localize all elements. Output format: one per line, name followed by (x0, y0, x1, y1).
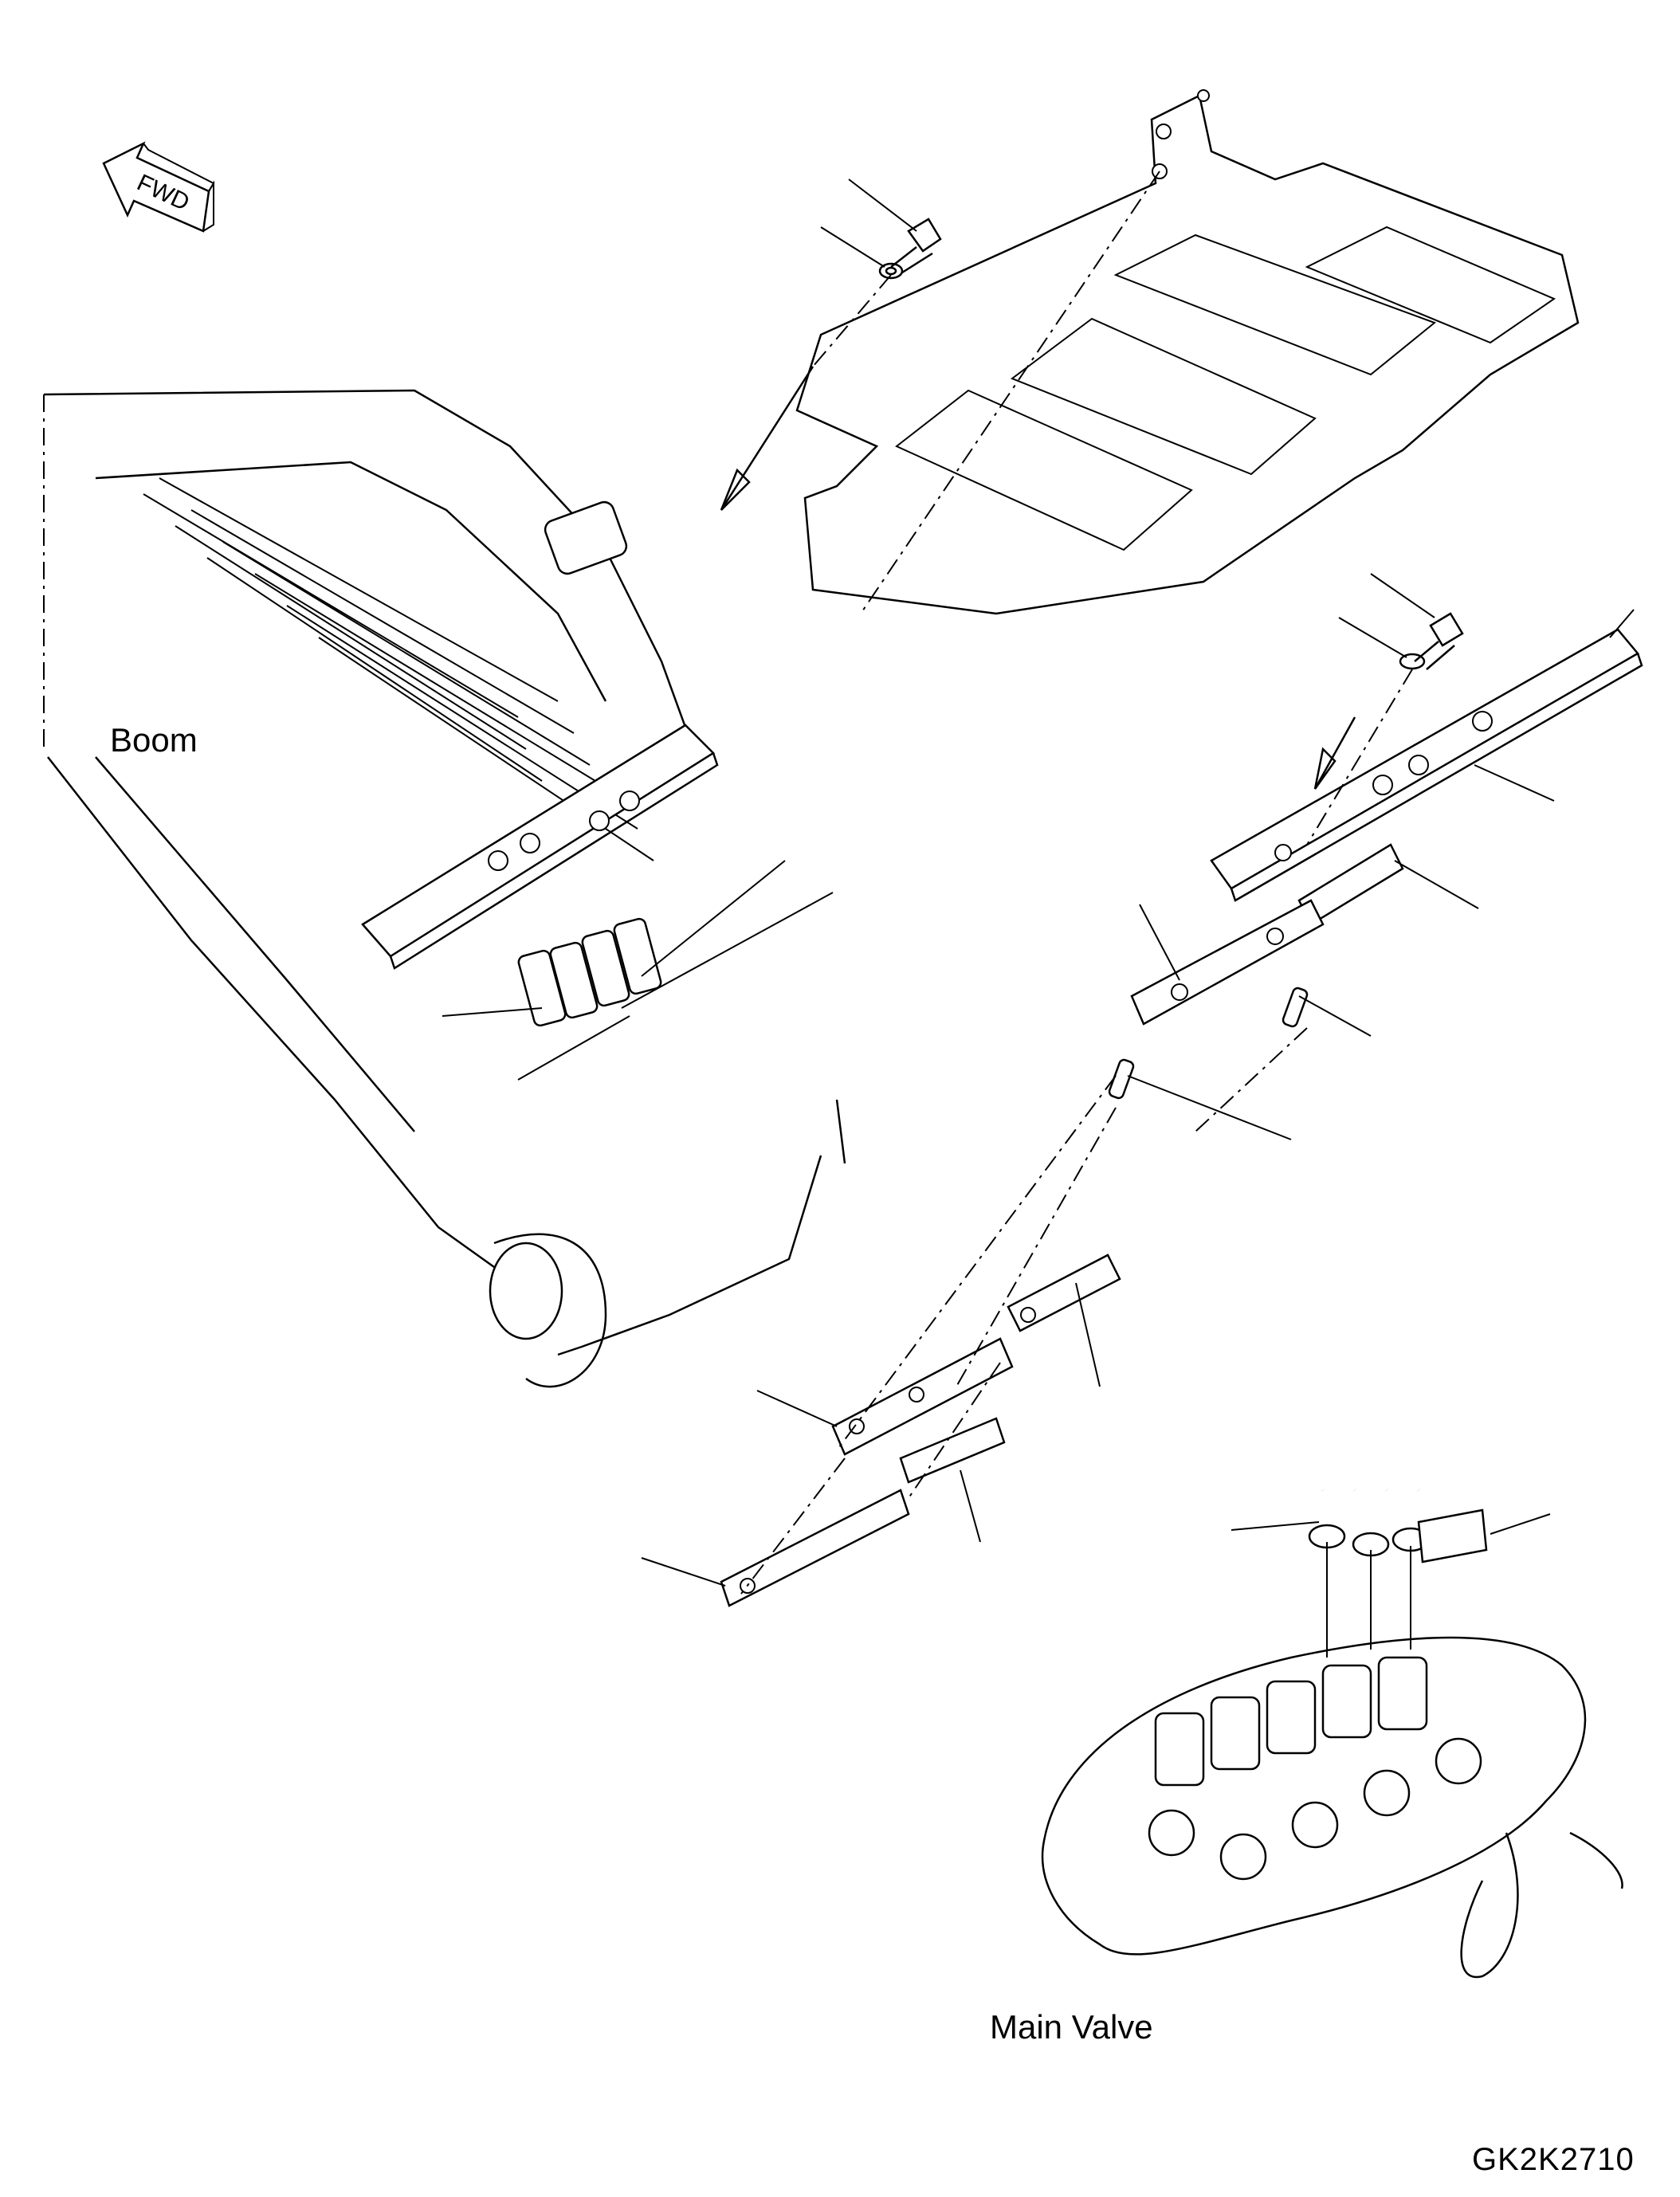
fwd-arrow-icon: FWD (102, 141, 215, 233)
leader-lines (442, 179, 1635, 1587)
floor-plate (795, 89, 1580, 615)
bolt-right (1399, 612, 1464, 670)
boom-body (43, 389, 846, 1388)
plate-bolt (878, 218, 942, 280)
hydraulic-hoses (517, 917, 1430, 1557)
main-valve-body (1041, 1542, 1623, 1979)
drawing-code: GK2K2710 (1472, 2142, 1635, 2177)
fwd-label: FWD (133, 170, 194, 217)
boom-label: Boom (110, 721, 198, 759)
boom-clamp-bar (361, 724, 719, 970)
construction-lines (720, 171, 1413, 1595)
clamp-right-a (1130, 843, 1404, 1026)
clamp-lower (720, 1253, 1121, 1607)
main-valve-label: Main Valve (990, 2008, 1153, 2046)
clamp-bar-right (1210, 628, 1643, 902)
label-plate (1417, 1508, 1488, 1563)
